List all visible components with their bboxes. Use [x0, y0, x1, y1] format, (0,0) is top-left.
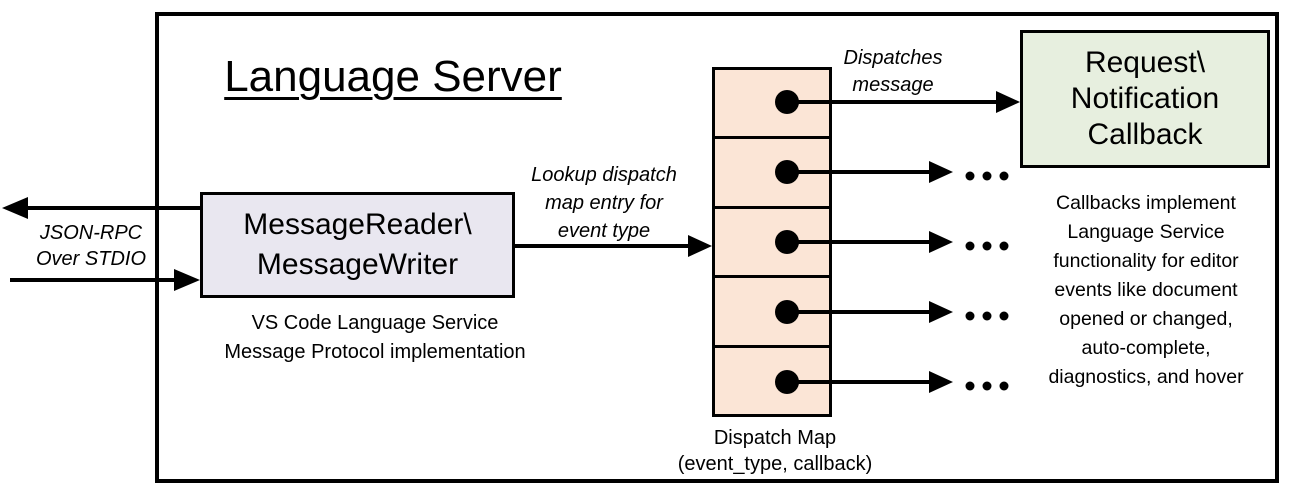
callbacks-note-line: opened or changed,	[1059, 308, 1233, 330]
dispatch-map-cell	[715, 344, 829, 414]
dispatches-label-line1: Dispatches	[843, 47, 943, 69]
json-rpc-label-line1: JSON-RPC	[39, 222, 143, 244]
callback-label-line2: Notification	[1070, 82, 1220, 115]
lookup-dispatch-label: Lookup dispatch map entry for event type	[531, 161, 677, 245]
callback-label-line1: Request\	[1084, 46, 1206, 79]
request-notification-callback-box: Request\ Notification Callback	[1020, 30, 1270, 168]
dispatch-map-box	[712, 67, 832, 417]
lookup-label-line1: Lookup dispatch	[531, 164, 677, 186]
dispatch-map-cell	[715, 70, 829, 136]
dispatch-map-cell	[715, 275, 829, 344]
dispatch-map-cell	[715, 136, 829, 205]
lookup-label-line2: map entry for	[545, 192, 663, 214]
callbacks-note-line: Language Service	[1067, 221, 1225, 243]
message-reader-label-line2: MessageWriter	[256, 248, 459, 281]
message-reader-caption-line2: Message Protocol implementation	[224, 341, 526, 363]
json-rpc-label: JSON-RPC Over STDIO	[36, 220, 146, 272]
message-reader-caption: VS Code Language Service Message Protoco…	[224, 309, 525, 367]
dispatch-map-caption-line1: Dispatch Map	[713, 427, 837, 449]
dispatch-map-caption: Dispatch Map (event_type, callback)	[678, 425, 873, 477]
dispatch-map-caption-line2: (event_type, callback)	[677, 453, 873, 475]
callback-label-line3: Callback	[1087, 118, 1203, 151]
callbacks-note-line: diagnostics, and hover	[1048, 366, 1244, 388]
json-rpc-label-line2: Over STDIO	[35, 248, 147, 270]
message-reader-caption-line1: VS Code Language Service	[251, 312, 499, 334]
dispatches-label-line2: message	[852, 74, 934, 96]
dispatch-map-cell	[715, 205, 829, 275]
callbacks-note-line: functionality for editor	[1053, 250, 1239, 272]
message-reader-label-line1: MessageReader\	[243, 208, 472, 241]
diagram-title: Language Server	[224, 52, 562, 101]
callbacks-note: Callbacks implement Language Service fun…	[1048, 189, 1243, 392]
language-server-outer-box	[155, 12, 1279, 483]
message-reader-writer-box: MessageReader\ MessageWriter	[200, 192, 515, 298]
dispatches-message-label: Dispatches message	[844, 45, 943, 99]
callbacks-note-line: events like document	[1054, 279, 1238, 301]
callbacks-note-line: Callbacks implement	[1056, 192, 1236, 214]
lookup-label-line3: event type	[557, 220, 651, 242]
callbacks-note-line: auto-complete,	[1081, 337, 1211, 359]
